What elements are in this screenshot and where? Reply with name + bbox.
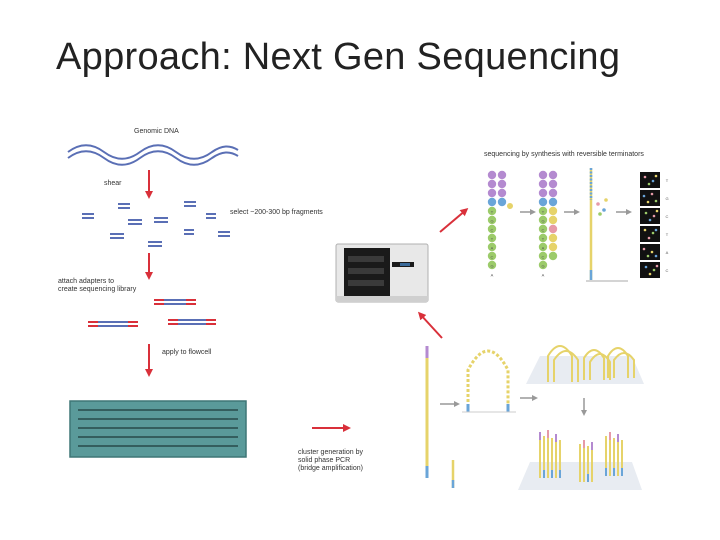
base-letter: A: [542, 273, 545, 278]
dna-fragments: [82, 201, 230, 247]
base-letter: A: [542, 246, 545, 251]
slide-title: Approach: Next Gen Sequencing: [56, 36, 621, 78]
base-letter: G: [490, 219, 493, 224]
adapter-fragment: [154, 299, 196, 305]
base-letter: G: [541, 264, 544, 269]
adapter-fragment: [168, 319, 216, 325]
nucleotide-strand: [487, 170, 513, 270]
image-base-letter: T: [666, 232, 669, 237]
base-letter: C: [542, 255, 545, 260]
bridge-amplification-panel: [425, 345, 644, 490]
base-letter: A: [491, 273, 494, 278]
nucleotide-strand: [538, 170, 558, 270]
image-base-letter: A: [666, 250, 669, 255]
base-letter: C: [491, 228, 494, 233]
sequencer-instrument: [335, 243, 429, 303]
flowcell-image-stack: [640, 172, 660, 278]
apply-flowcell-label: apply to flowcell: [162, 349, 212, 356]
genomic-dna-strand: [67, 144, 239, 166]
flowcell: [69, 400, 247, 458]
genomic-dna-label: Genomic DNA: [134, 128, 179, 135]
base-letter: C: [491, 255, 494, 260]
adapter-fragment: [88, 321, 138, 327]
base-letter: T: [542, 210, 545, 215]
shear-label: shear: [104, 180, 122, 187]
image-base-letter: C: [666, 268, 669, 273]
sbs-panel: [487, 168, 660, 282]
base-letter: T: [542, 237, 545, 242]
base-letter: A: [491, 246, 494, 251]
attach-adapters-label: attach adapters to create sequencing lib…: [58, 278, 137, 293]
cleaved-dye: [596, 198, 608, 216]
image-base-letter: G: [665, 196, 668, 201]
image-base-letter: T: [666, 178, 669, 183]
select-fragments-label: select ~200-300 bp fragments: [230, 209, 323, 216]
image-base-letter: C: [666, 214, 669, 219]
cluster-to-sequencer-arrow: [417, 311, 443, 339]
base-letter: T: [491, 210, 494, 215]
base-letter: T: [491, 237, 494, 242]
base-letter: G: [490, 264, 493, 269]
base-letter: C: [542, 228, 545, 233]
sequencer-to-sbs-arrow: [439, 208, 469, 233]
sequencing-by-synthesis-label: sequencing by synthesis with reversible …: [484, 151, 644, 158]
base-letter: G: [541, 219, 544, 224]
cluster-generation-label: cluster generation by solid phase PCR (b…: [298, 449, 363, 472]
